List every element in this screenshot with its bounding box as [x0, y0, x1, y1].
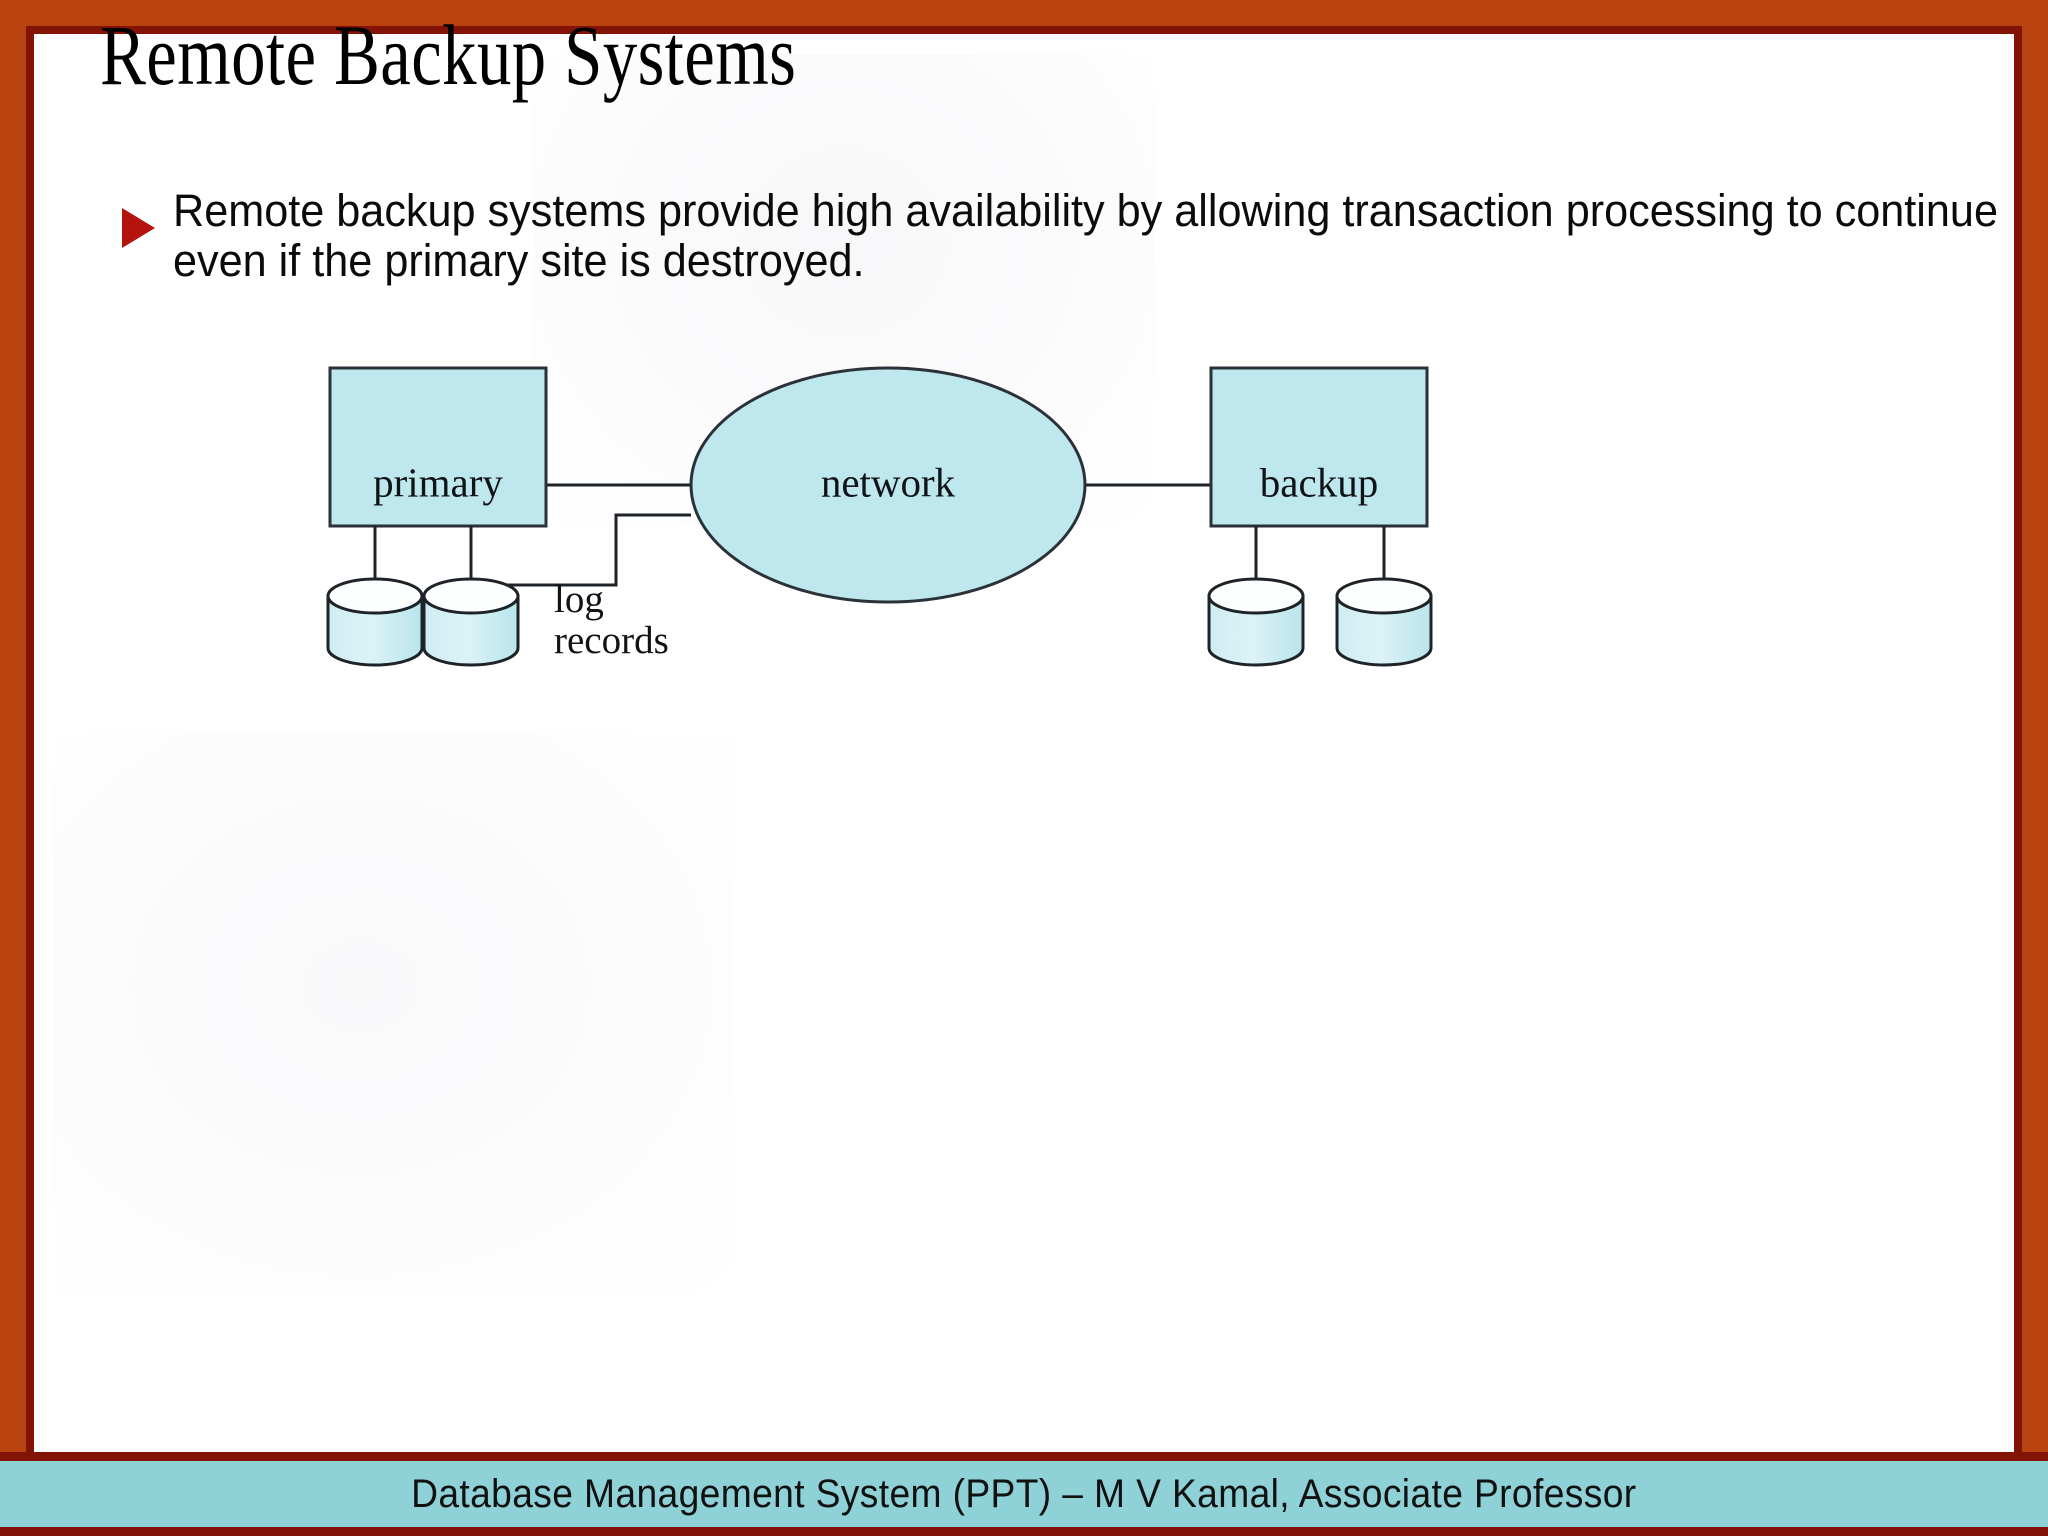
frame-line-left: [26, 26, 34, 1460]
log-records-label-line-2: records: [554, 619, 669, 662]
bullet-item-text: Remote backup systems provide high avail…: [173, 185, 1998, 287]
backup-database-cylinder-2: [1335, 577, 1433, 667]
bullet-item: Remote backup systems provide high avail…: [122, 185, 2048, 287]
page-title: Remote Backup Systems: [100, 7, 797, 103]
backup-node: [1209, 366, 1429, 528]
frame-band-left: [0, 0, 26, 1460]
network-node: [689, 366, 1087, 604]
backup-database-cylinder-1: [1207, 577, 1305, 667]
frame-band-right: [2022, 0, 2048, 1460]
slide-footer: Database Management System (PPT) – M V K…: [0, 1461, 2048, 1536]
network-node-label: network: [821, 459, 956, 505]
backup-node-label: backup: [1260, 459, 1378, 505]
frame-line-bottom: [0, 1452, 2048, 1461]
triangle-bullet-icon: [122, 208, 155, 248]
background-watermark-2: [54, 734, 734, 1294]
footer-text: Database Management System (PPT) – M V K…: [411, 1471, 1637, 1516]
connector-log-records: [471, 513, 691, 587]
primary-node: [328, 366, 548, 528]
frame-band-top: [0, 0, 2048, 26]
primary-database-cylinder-1: [326, 577, 424, 667]
frame-line-right: [2014, 26, 2022, 1460]
primary-node-label: primary: [373, 459, 503, 505]
remote-backup-diagram: primary log records network backup: [296, 330, 1726, 690]
primary-database-cylinder-2: [422, 577, 520, 667]
frame-line-top: [26, 26, 2022, 34]
log-records-label-line-1: log: [554, 578, 604, 621]
